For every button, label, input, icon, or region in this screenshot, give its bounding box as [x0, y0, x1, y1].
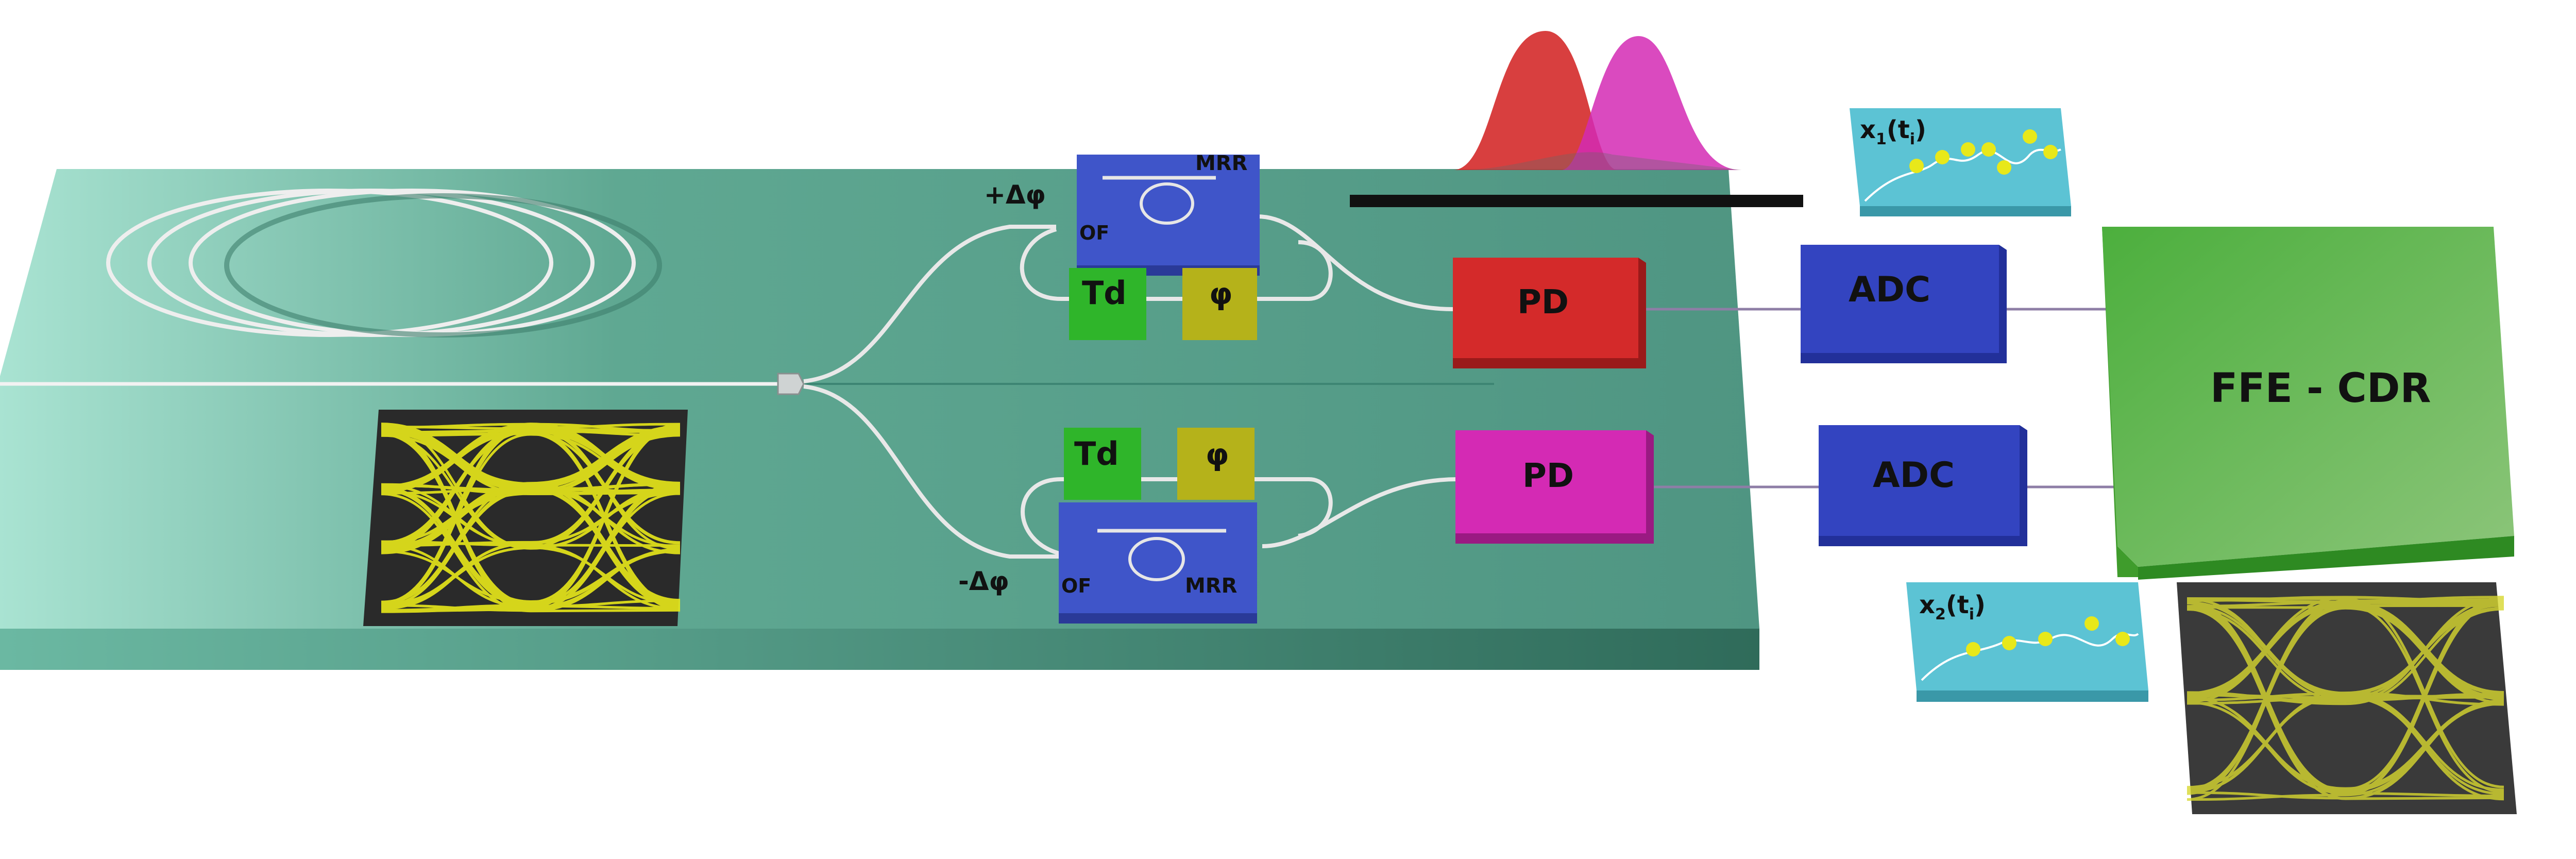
fiber-coil-icon — [106, 189, 662, 338]
upper-td-block: Td — [1069, 268, 1146, 340]
upper-of-label: OF — [1079, 222, 1109, 244]
photonic-board — [0, 169, 1759, 670]
eye-trace — [381, 489, 681, 610]
lower-adc-block: ADC — [1819, 425, 2027, 546]
upper-phi-label: φ — [1209, 276, 1232, 311]
upper-branch: +Δφ MRR OF Td φ PD — [984, 151, 1646, 368]
sample-points-icon — [1864, 129, 2061, 202]
upper-mrr-block: MRR OF — [1077, 151, 1260, 276]
eye-trace — [2187, 603, 2504, 794]
eye-diagram-icon — [2177, 582, 2517, 814]
upper-mrr-label: MRR — [1195, 151, 1247, 175]
eye-trace — [381, 431, 681, 611]
eye-trace — [381, 488, 681, 605]
ring-resonator-icon — [1128, 537, 1185, 581]
eye-trace — [381, 424, 681, 486]
sample-points-icon — [1921, 616, 2139, 681]
lower-td-label: Td — [1074, 435, 1119, 473]
lower-phi-label: φ — [1206, 437, 1229, 472]
eye-trace — [381, 425, 681, 607]
upper-phase-shift-label: +Δφ — [984, 180, 1046, 210]
eye-trace — [2187, 608, 2504, 702]
lower-adc-label: ADC — [1873, 455, 1955, 496]
eye-trace — [2187, 696, 2504, 705]
splitter-icon — [777, 373, 805, 395]
eye-trace — [381, 428, 681, 610]
eye-trace — [2187, 600, 2504, 791]
upper-sample-label: x1(ti) — [1860, 115, 1926, 148]
eye-trace — [381, 429, 681, 549]
eye-trace — [2187, 603, 2504, 794]
eye-trace — [2187, 607, 2504, 794]
ring-resonator-icon — [1140, 182, 1194, 225]
lower-pd-block: PD — [1455, 430, 1654, 544]
pulse-icon — [1350, 31, 1803, 207]
lower-branch: -Δφ Td φ OF MRR PD — [958, 428, 1654, 624]
lower-td-block: Td — [1064, 428, 1141, 500]
upper-sample-box: x1(ti) — [1850, 108, 2071, 216]
ffe-cdr-block: FFE - CDR — [2102, 227, 2514, 580]
upper-adc-block: ADC — [1801, 245, 2007, 363]
eye-trace — [381, 433, 681, 607]
eye-trace — [2187, 699, 2504, 800]
electrical-links — [1646, 308, 2130, 489]
waveguides — [803, 214, 1459, 559]
upper-phi-block: φ — [1182, 268, 1257, 340]
lower-sample-box: x2(ti) — [1906, 582, 2148, 702]
upper-td-label: Td — [1082, 274, 1127, 312]
lower-phase-shift-label: -Δφ — [958, 566, 1009, 596]
eye-trace — [381, 432, 681, 611]
eye-trace — [381, 427, 681, 488]
upper-adc-label: ADC — [1849, 270, 1930, 310]
eye-trace — [2187, 596, 2504, 790]
lower-mrr-label: MRR — [1185, 574, 1237, 598]
lower-pd-label: PD — [1522, 457, 1574, 495]
lower-mrr-block: OF MRR — [1059, 502, 1257, 624]
eye-diagram-icon — [363, 410, 688, 626]
lower-sample-label: x2(ti) — [1919, 591, 1986, 624]
upper-pd-block: PD — [1453, 258, 1646, 368]
lower-phi-block: φ — [1177, 428, 1255, 500]
ffe-cdr-label: FFE - CDR — [2210, 365, 2431, 412]
upper-pd-label: PD — [1517, 283, 1569, 322]
eye-trace — [2187, 600, 2504, 796]
eye-trace — [381, 423, 681, 605]
lower-of-label: OF — [1061, 575, 1091, 597]
